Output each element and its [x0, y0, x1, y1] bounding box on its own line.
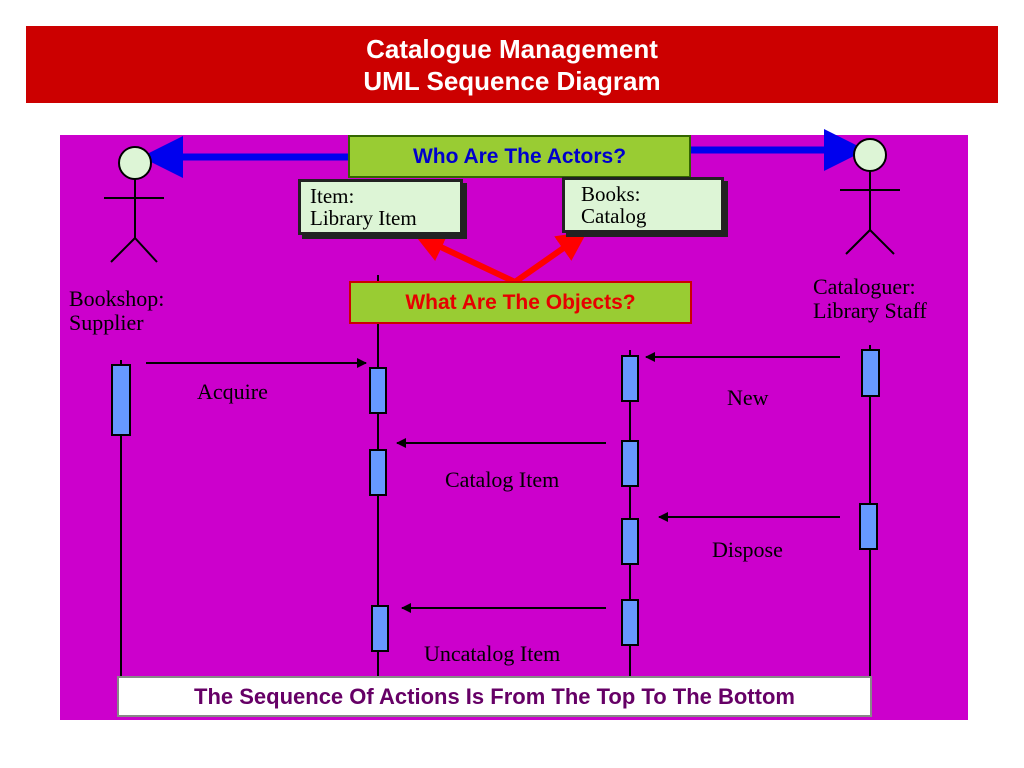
message-label-dispose: Dispose [712, 537, 783, 562]
title-line-1: Catalogue Management [366, 34, 658, 64]
message-label-catalog-item: Catalog Item [445, 467, 560, 492]
title-banner: Catalogue Management UML Sequence Diagra… [26, 26, 998, 103]
activation-books-catalog [621, 440, 639, 487]
object-books-line1: Books: [581, 182, 641, 206]
message-label-new: New [727, 385, 769, 410]
actor-bookshop-line1: Bookshop: [69, 286, 165, 311]
title-line-2: UML Sequence Diagram [363, 66, 661, 96]
object-item-line1: Item: [310, 184, 355, 208]
activation-bookshop-acquire [111, 364, 131, 436]
actor-arrows [141, 129, 866, 178]
actors-callout: Who Are The Actors? [348, 135, 691, 178]
object-arrows [414, 231, 588, 285]
message-arrows [146, 352, 840, 613]
message-label-acquire: Acquire [197, 379, 268, 404]
object-item-line2: Library Item [310, 206, 417, 230]
activation-books-new [621, 355, 639, 402]
object-books-line2: Catalog [581, 204, 647, 228]
sequence-note: The Sequence Of Actions Is From The Top … [117, 676, 872, 717]
objects-callout: What Are The Objects? [349, 281, 692, 324]
activation-item-catalog [369, 449, 387, 496]
object-arrow-right [513, 231, 588, 285]
activation-cataloguer-dispose [859, 503, 878, 550]
actor-label-bookshop: Bookshop: Supplier [69, 287, 164, 335]
object-box-books: Books: Catalog [562, 177, 724, 233]
actor-bookshop-line2: Supplier [69, 310, 144, 335]
activation-books-dispose [621, 518, 639, 565]
actor-figure-left [104, 146, 164, 263]
activation-item-uncatalog [371, 605, 389, 652]
activation-item-acquire [369, 367, 387, 414]
message-label-uncatalog-item: Uncatalog Item [424, 641, 561, 666]
object-arrow-left [414, 233, 517, 285]
actor-figure-right [840, 138, 900, 255]
object-box-item: Item: Library Item [298, 179, 463, 235]
activation-books-uncatalog [621, 599, 639, 646]
activation-cataloguer-new [861, 349, 880, 397]
diagram-area [60, 135, 968, 720]
activation-bars [111, 349, 880, 652]
actor-cataloguer-line1: Cataloguer: [813, 274, 916, 299]
actor-label-cataloguer: Cataloguer: Library Staff [813, 275, 927, 323]
actor-cataloguer-line2: Library Staff [813, 298, 927, 323]
